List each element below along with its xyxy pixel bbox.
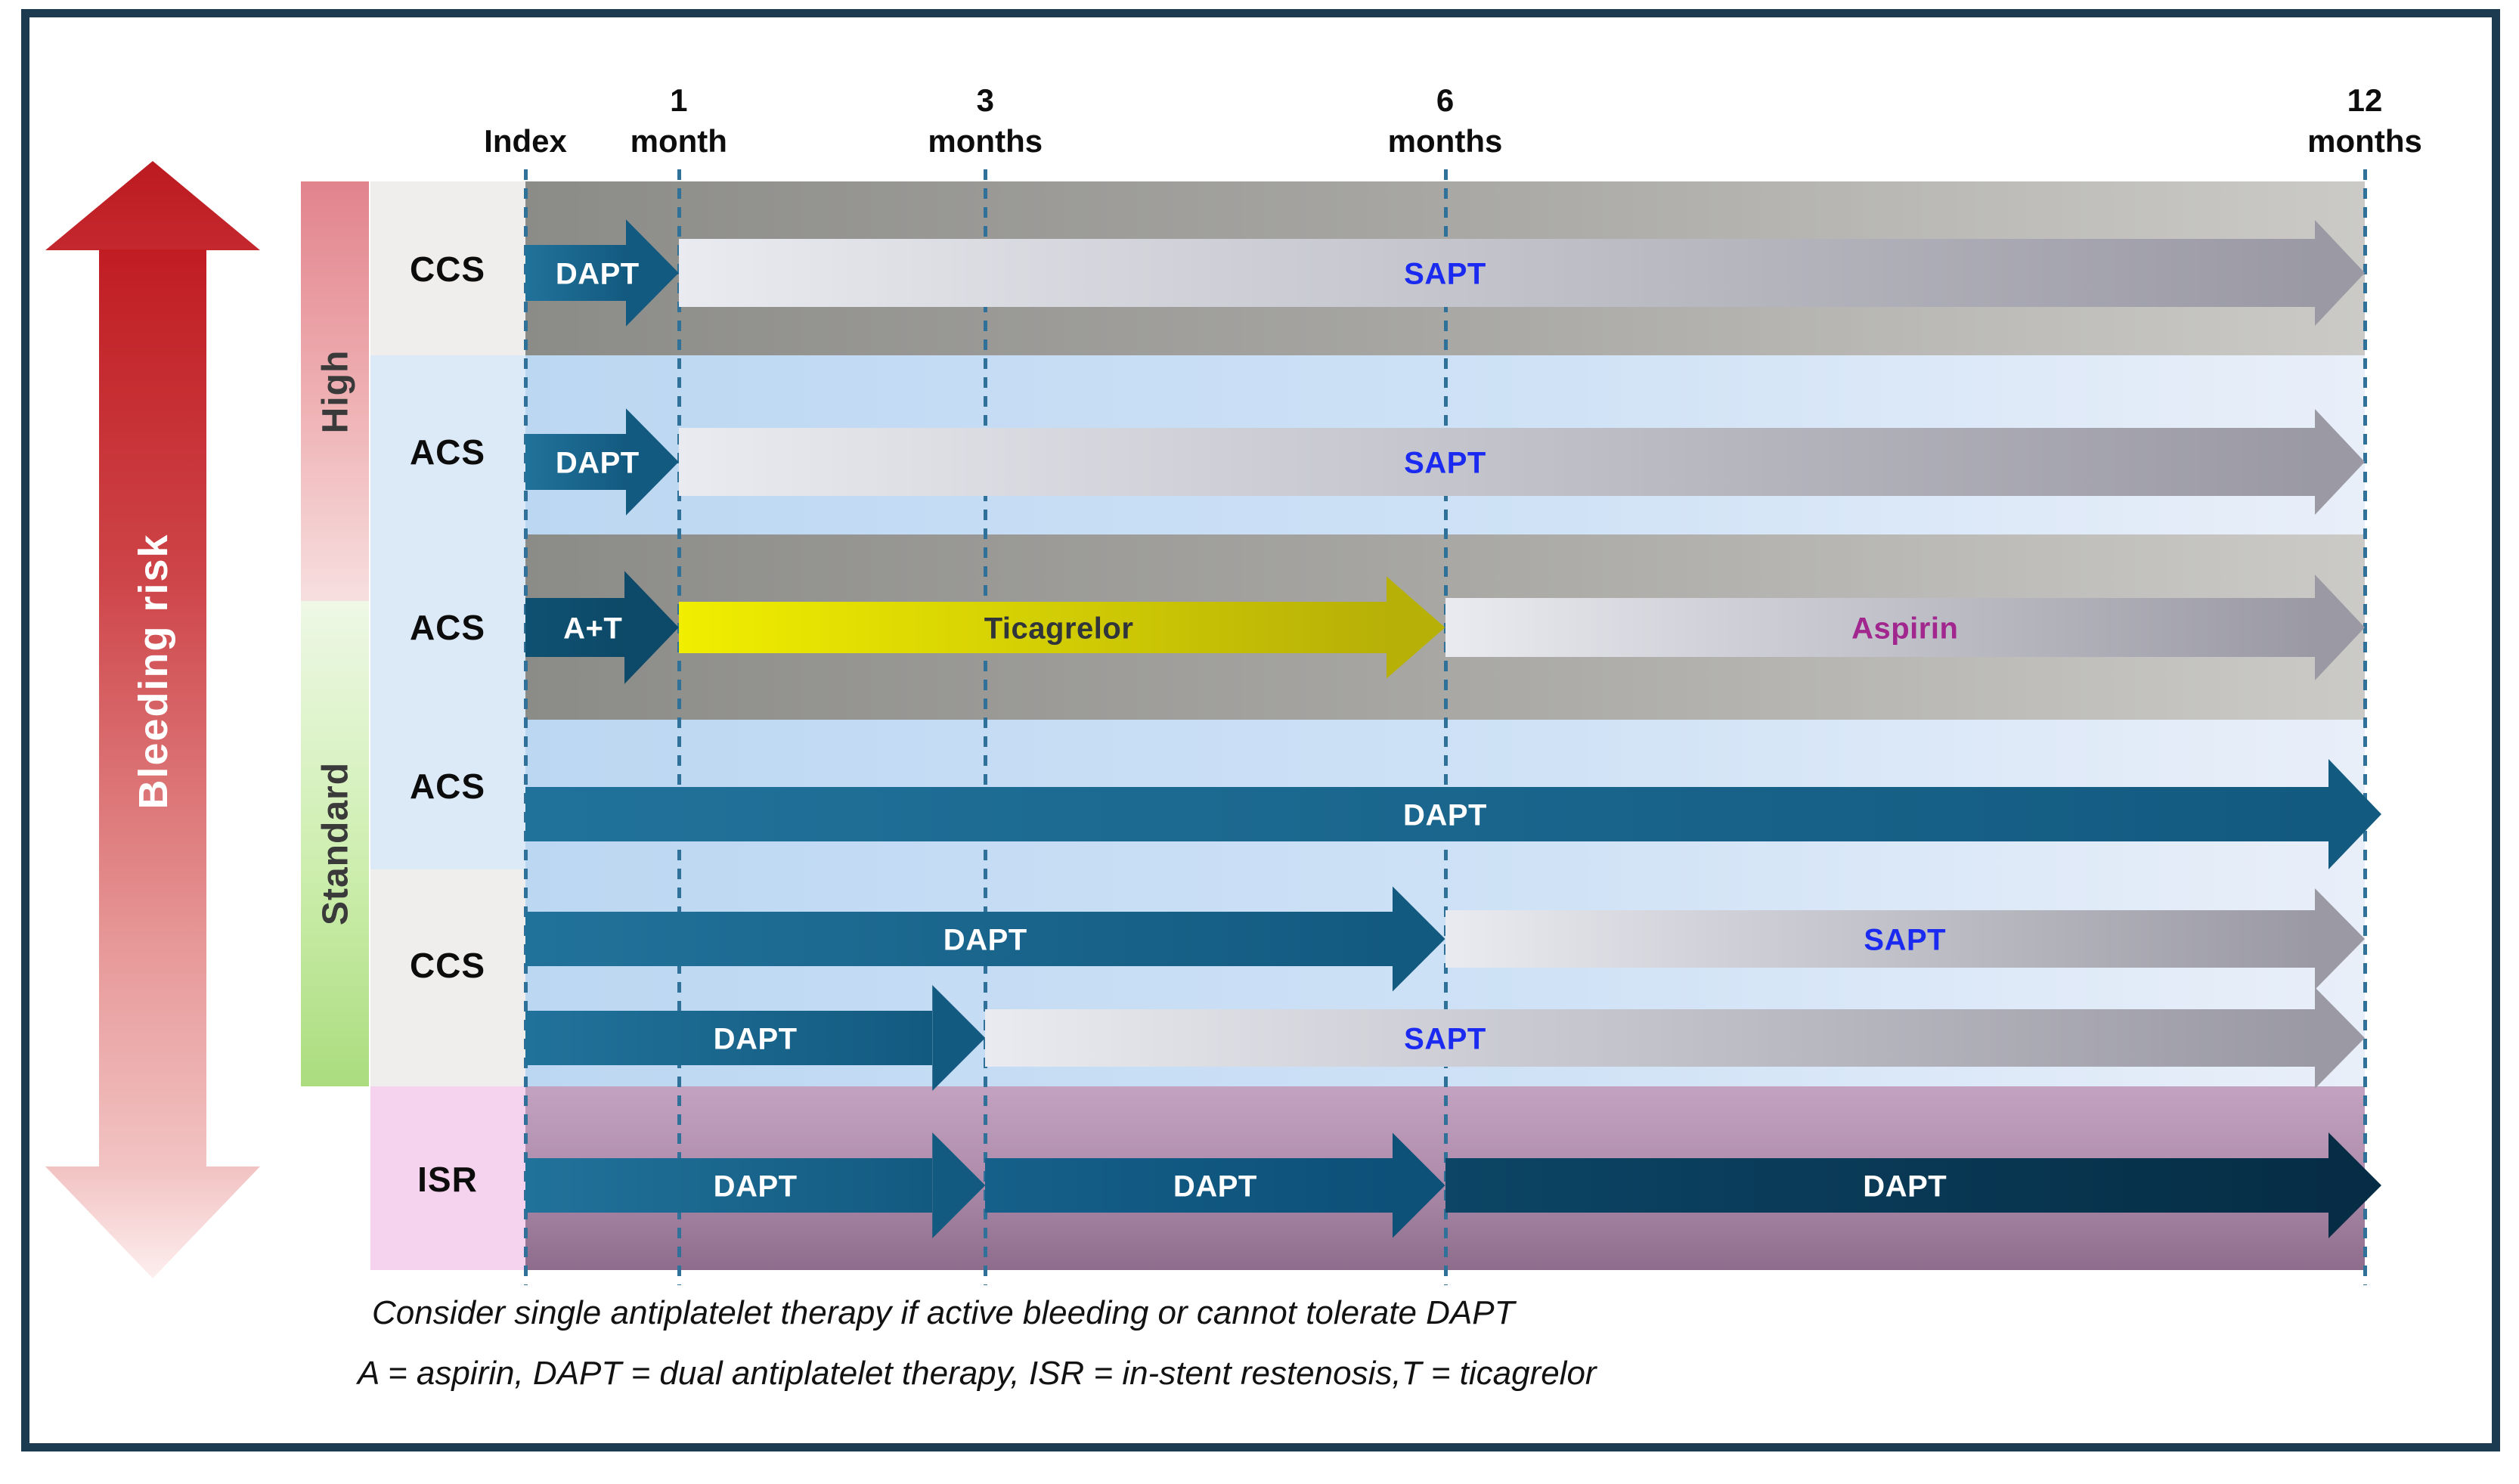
axis-tick-unit-months-3: months bbox=[928, 123, 1043, 159]
isr-label-background bbox=[370, 1086, 525, 1270]
row-label-acs-standard: ACS bbox=[409, 767, 486, 806]
arrow-label-acs-high-ticagrelor-a-t: A+T bbox=[563, 612, 623, 646]
arrow-body-acs-high-ticagrelor-0-0 bbox=[525, 598, 624, 657]
axis-tick-unit-month-1: month bbox=[630, 123, 727, 159]
arrow-label-ccs-standard-dapt: DAPT bbox=[943, 923, 1027, 957]
arrow-label-ccs-high-dapt: DAPT bbox=[555, 257, 640, 291]
arrow-body-ccs-standard-0-0 bbox=[525, 912, 1393, 966]
axis-tick-number-months-6: 6 bbox=[1436, 82, 1455, 118]
gridline-months-12 bbox=[2363, 169, 2367, 1285]
arrow-label-isr-dapt: DAPT bbox=[1173, 1170, 1257, 1204]
row-label-ccs-standard: CCS bbox=[409, 946, 486, 985]
row-label-isr: ISR bbox=[417, 1160, 478, 1199]
footnote-abbreviations: A = aspirin, DAPT = dual antiplatelet th… bbox=[358, 1355, 1597, 1392]
axis-tick-months-3: 3 months bbox=[928, 70, 1043, 162]
bleeding-risk-label: Bleeding risk bbox=[131, 533, 176, 810]
arrow-body-acs-high-0-0 bbox=[525, 434, 626, 490]
arrow-body-acs-high-0-1 bbox=[678, 428, 2315, 496]
axis-tick-index: Index bbox=[484, 70, 567, 162]
arrow-label-acs-high-ticagrelor-aspirin: Aspirin bbox=[1851, 612, 1959, 646]
footnote-consider-sapt: Consider single antiplatelet therapy if … bbox=[372, 1294, 1515, 1331]
gridline-month-1 bbox=[677, 169, 681, 1285]
row-label-ccs-high: CCS bbox=[409, 249, 486, 289]
arrow-label-acs-standard-dapt: DAPT bbox=[1403, 798, 1487, 832]
arrow-body-isr-0-1 bbox=[985, 1158, 1393, 1213]
arrow-body-isr-0-0 bbox=[525, 1158, 933, 1213]
arrow-body-ccs-standard-0-1 bbox=[1445, 910, 2315, 968]
axis-tick-months-12: 12 months bbox=[2307, 70, 2422, 162]
axis-tick-month-1: 1 month bbox=[631, 70, 727, 162]
risk-strip-standard bbox=[301, 601, 369, 1086]
gridline-months-3 bbox=[984, 169, 988, 1285]
axis-tick-unit-months-12: months bbox=[2307, 123, 2422, 159]
arrow-label-acs-high-dapt: DAPT bbox=[555, 446, 640, 480]
risk-strip-label-high: High bbox=[315, 349, 356, 433]
axis-tick-unit-months-6: months bbox=[1387, 123, 1503, 159]
ccs-high-label-background bbox=[370, 181, 525, 355]
acs-standard-label-background bbox=[370, 720, 525, 869]
arrow-label-ccs-standard-dapt: DAPT bbox=[713, 1022, 798, 1056]
arrow-label-ccs-standard-sapt: SAPT bbox=[1404, 1022, 1486, 1056]
arrow-body-acs-standard-0-0 bbox=[525, 787, 2328, 841]
arrow-label-ccs-standard-sapt: SAPT bbox=[1864, 923, 1947, 957]
arrow-body-isr-0-2 bbox=[1445, 1158, 2328, 1213]
arrow-body-ccs-standard-1-0 bbox=[525, 1011, 933, 1065]
gridline-months-6 bbox=[1443, 169, 1448, 1285]
axis-tick-number-months-12: 12 bbox=[2347, 82, 2383, 118]
bleeding-risk-arrow-body bbox=[99, 249, 206, 1167]
arrow-body-ccs-high-0-1 bbox=[678, 239, 2315, 307]
axis-tick-number-months-3: 3 bbox=[976, 82, 994, 118]
axis-tick-number-month-1: 1 bbox=[670, 82, 688, 118]
acs-high-label-background bbox=[370, 355, 525, 534]
arrow-body-acs-high-ticagrelor-0-1 bbox=[678, 602, 1387, 653]
axis-tick-months-6: 6 months bbox=[1388, 70, 1503, 162]
outer-border bbox=[21, 9, 2500, 1451]
arrow-label-acs-high-ticagrelor-ticagrelor: Ticagrelor bbox=[984, 612, 1134, 646]
acs-high-ticagrelor-label-background bbox=[370, 534, 525, 720]
arrow-body-ccs-high-0-0 bbox=[525, 245, 626, 301]
arrow-label-isr-dapt: DAPT bbox=[1863, 1170, 1947, 1204]
risk-strip-label-standard: Standard bbox=[315, 761, 356, 926]
arrow-body-ccs-standard-1-1 bbox=[985, 1009, 2315, 1067]
row-label-acs-high: ACS bbox=[409, 432, 486, 472]
arrow-label-ccs-high-sapt: SAPT bbox=[1404, 257, 1486, 291]
row-label-acs-high-ticagrelor: ACS bbox=[409, 608, 486, 647]
arrow-label-acs-high-sapt: SAPT bbox=[1404, 446, 1486, 480]
risk-strip-high bbox=[301, 181, 369, 601]
axis-tick-unit-index: Index bbox=[484, 123, 567, 159]
gridline-index bbox=[524, 169, 528, 1285]
arrow-body-acs-high-ticagrelor-0-2 bbox=[1445, 598, 2315, 657]
arrow-label-isr-dapt: DAPT bbox=[713, 1170, 798, 1204]
ccs-standard-label-background bbox=[370, 869, 525, 1086]
